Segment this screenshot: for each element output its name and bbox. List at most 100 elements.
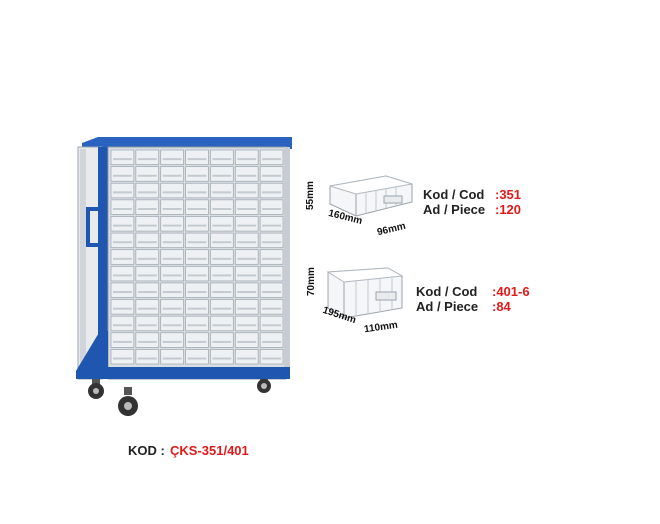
cabinet-drawer xyxy=(259,315,284,332)
cabinet-drawer xyxy=(185,315,209,332)
cabinet-drawer xyxy=(110,349,135,365)
cabinet-drawer xyxy=(135,315,160,332)
cabinet-drawer xyxy=(259,199,284,215)
cabinet-drawer xyxy=(234,149,259,165)
cabinet-drawer xyxy=(234,332,259,348)
cabinet-drawer-lip xyxy=(237,224,257,227)
cabinet-drawer xyxy=(135,332,160,348)
cabinet-drawer xyxy=(259,166,284,182)
cabinet-drawer-lip xyxy=(212,158,232,161)
cabinet-drawer-lip xyxy=(113,307,132,310)
cabinet-drawer xyxy=(110,182,135,199)
cabinet-drawer xyxy=(210,282,234,298)
cabinet-drawer xyxy=(160,232,184,249)
cabinet-drawer-lip xyxy=(187,274,207,277)
cabinet-drawer xyxy=(234,299,259,315)
cabinet-drawer-lip xyxy=(262,291,281,294)
cabinet-drawer-lip xyxy=(187,207,207,210)
cabinet-drawer xyxy=(135,232,160,249)
cabinet-drawer-lip xyxy=(137,241,157,244)
cabinet-drawer-lip xyxy=(187,158,207,161)
cabinet-drawer xyxy=(259,182,284,199)
cabinet-drawer-lip xyxy=(212,207,232,210)
cabinet-drawer xyxy=(210,332,234,348)
cabinet-drawer xyxy=(135,166,160,182)
cabinet-drawer-lip xyxy=(113,324,132,327)
cabinet-drawer-lip xyxy=(212,291,232,294)
cabinet-drawer-lip xyxy=(237,241,257,244)
cabinet-drawer xyxy=(185,349,209,365)
cabinet-drawer-lip xyxy=(162,340,182,343)
cabinet-drawer xyxy=(234,216,259,232)
cabinet-drawer-lip xyxy=(187,224,207,227)
cabinet-drawer-lip xyxy=(262,241,281,244)
cabinet-drawer-lip xyxy=(212,307,232,310)
cabinet-drawer xyxy=(210,349,234,365)
cabinet-drawer xyxy=(110,315,135,332)
cabinet-drawer-lip xyxy=(187,174,207,177)
cabinet-drawer xyxy=(259,149,284,165)
cabinet-drawer xyxy=(135,199,160,215)
cabinet-drawer-lip xyxy=(162,158,182,161)
cabinet-drawer-lip xyxy=(237,158,257,161)
cabinet-drawer xyxy=(234,265,259,282)
cabinet-drawer xyxy=(210,199,234,215)
bin-351-code-label: Kod / Cod xyxy=(423,187,485,202)
cabinet-drawer xyxy=(259,332,284,348)
cabinet-drawer xyxy=(185,216,209,232)
cabinet-drawer-lip xyxy=(262,274,281,277)
cabinet-drawer-lip xyxy=(212,224,232,227)
cabinet-drawer-lip xyxy=(262,207,281,210)
cabinet-drawer-lip xyxy=(113,357,132,360)
cabinet-drawer xyxy=(259,216,284,232)
cabinet-drawer-lip xyxy=(187,324,207,327)
cabinet-drawer-lip xyxy=(212,241,232,244)
cabinet-drawer-lip xyxy=(187,340,207,343)
cabinet-drawer xyxy=(210,315,234,332)
cabinet-drawer-lip xyxy=(212,174,232,177)
cabinet-drawer xyxy=(210,166,234,182)
cabinet-drawer-lip xyxy=(162,224,182,227)
cabinet-drawer-lip xyxy=(262,174,281,177)
cabinet-drawer xyxy=(210,149,234,165)
cabinet-drawer-lip xyxy=(237,291,257,294)
cabinet-drawer xyxy=(160,265,184,282)
cabinet-drawer-lip xyxy=(212,274,232,277)
cabinet-drawer-lip xyxy=(162,291,182,294)
cabinet-drawer-lip xyxy=(162,257,182,260)
cabinet-drawer xyxy=(160,182,184,199)
cabinet-drawer-lip xyxy=(237,307,257,310)
cabinet-drawer-lip xyxy=(113,274,132,277)
cabinet-drawer xyxy=(160,299,184,315)
cabinet-drawer xyxy=(160,216,184,232)
cabinet-drawer-lip xyxy=(187,257,207,260)
cabinet-drawer-lip xyxy=(237,257,257,260)
cabinet-drawer xyxy=(185,299,209,315)
bin-351-height: 55mm xyxy=(305,181,316,210)
cabinet-drawer xyxy=(185,282,209,298)
bin-401-height: 70mm xyxy=(306,267,317,296)
cabinet-drawer xyxy=(234,349,259,365)
cabinet-drawer xyxy=(160,166,184,182)
cabinet-drawer-lip xyxy=(162,174,182,177)
bin-401-code-value: :401-6 xyxy=(492,284,530,299)
cabinet-drawer xyxy=(110,232,135,249)
cabinet-drawer-lip xyxy=(187,291,207,294)
cabinet-drawer xyxy=(234,282,259,298)
cabinet-drawer-lip xyxy=(212,340,232,343)
cabinet-drawer xyxy=(259,299,284,315)
cabinet-drawer-lip xyxy=(113,158,132,161)
bin-351-width: 96mm xyxy=(376,220,407,239)
bin-351-code-value: :351 xyxy=(495,187,522,202)
cabinet-drawer-lip xyxy=(262,340,281,343)
cabinet-drawer xyxy=(110,265,135,282)
cabinet-drawer xyxy=(259,232,284,249)
cabinet-drawer xyxy=(185,199,209,215)
cabinet-drawer xyxy=(160,315,184,332)
cabinet-drawer xyxy=(160,282,184,298)
cabinet-drawer xyxy=(135,265,160,282)
cabinet-drawer-lip xyxy=(113,191,132,194)
cabinet-drawer-lip xyxy=(162,207,182,210)
bin-401-image xyxy=(326,267,404,319)
cabinet-drawer-lip xyxy=(187,307,207,310)
